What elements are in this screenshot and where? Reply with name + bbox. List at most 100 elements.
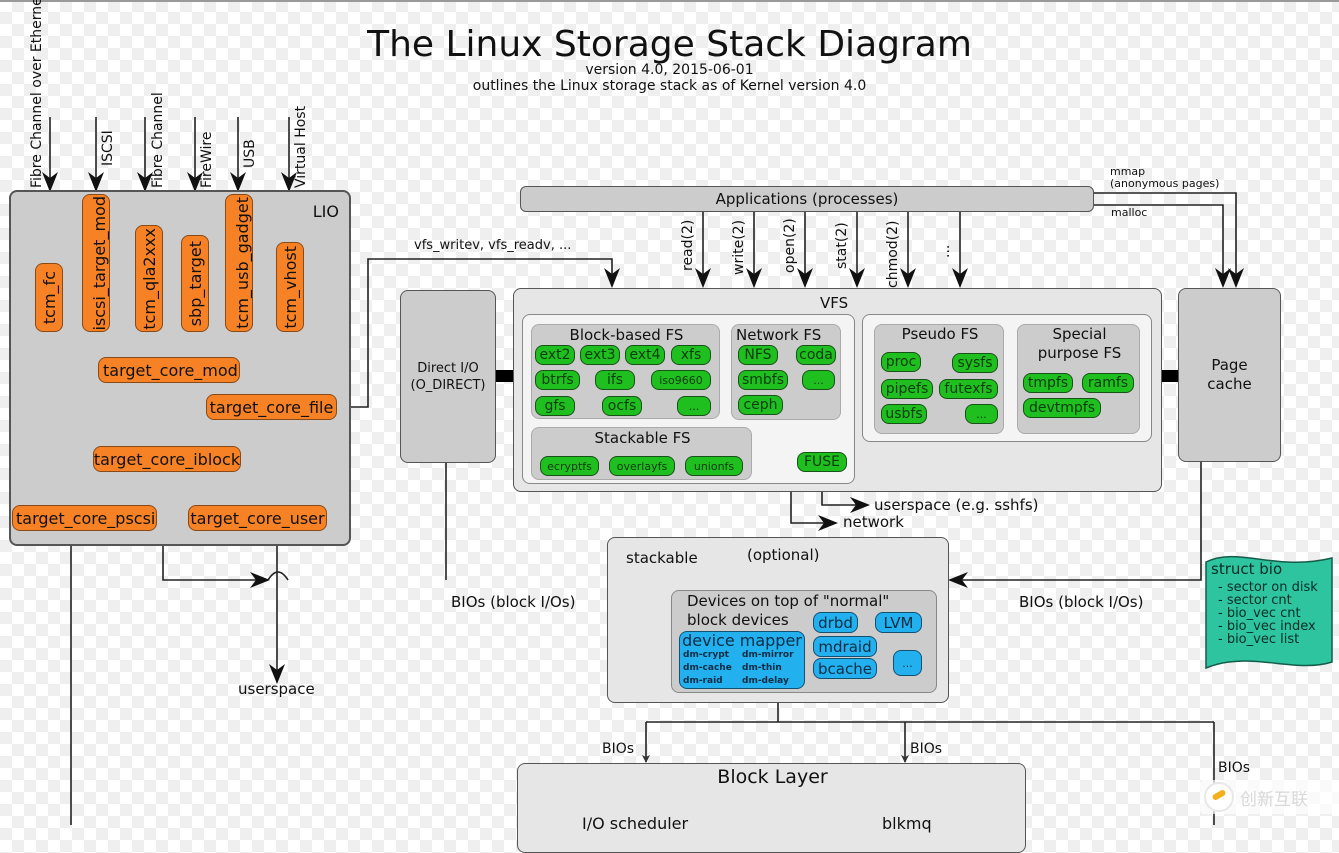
mmap-label: mmap (anonymous pages): [1110, 165, 1220, 190]
page-cache-label: Page: [1211, 356, 1248, 374]
version-text: version 4.0, 2015-06-01: [585, 62, 754, 78]
bios-left-label: BIOs (block I/Os): [451, 593, 576, 611]
device-mapper[interactable]: device mapper dm-crypt dm-mirror dm-cach…: [679, 631, 805, 689]
normal-block-devices-label: Devices on top of "normal" block devices: [687, 592, 890, 629]
fs-sysfs[interactable]: sysfs: [952, 353, 998, 373]
fs-ocfs[interactable]: ocfs: [602, 396, 642, 416]
pseudo-fs-label: Pseudo FS: [901, 325, 979, 343]
backend-target-core-file[interactable]: target_core_file: [206, 394, 337, 420]
backend-target-core-iblock[interactable]: target_core_iblock: [93, 446, 241, 472]
direct-io-box[interactable]: Direct I/O (O_DIRECT): [400, 290, 496, 463]
dm-target: dm-crypt: [683, 650, 729, 660]
fs-unionfs[interactable]: unionfs: [685, 456, 743, 476]
fs-pipefs[interactable]: pipefs: [881, 379, 933, 399]
module-tcm-fc[interactable]: tcm_fc: [35, 263, 63, 332]
device-more[interactable]: ...: [893, 650, 922, 676]
backend-target-core-pscsi[interactable]: target_core_pscsi: [12, 505, 157, 531]
fs-gfs[interactable]: gfs: [535, 396, 575, 416]
struct-bio-field: - bio_vec index: [1218, 619, 1316, 634]
dm-target: dm-raid: [683, 676, 723, 686]
fs-ceph[interactable]: ceph: [738, 395, 783, 415]
applications-bar[interactable]: Applications (processes): [520, 186, 1094, 212]
syscall-more: ...: [937, 244, 953, 258]
block-layer-box: Block Layer I/O scheduler blkmq: [517, 763, 1026, 853]
device-drbd[interactable]: drbd: [813, 612, 858, 633]
fs-ext2[interactable]: ext2: [535, 345, 575, 365]
fs-ifs[interactable]: ifs: [595, 370, 635, 390]
fs-ecryptfs[interactable]: ecryptfs: [540, 456, 599, 476]
module-tcm-qla2xxx[interactable]: tcm_qla2xxx: [135, 225, 163, 332]
fuse-userspace-label: userspace (e.g. sshfs): [874, 496, 1039, 514]
vfs-calls-label: vfs_writev, vfs_readv, ...: [414, 238, 572, 253]
watermark-logo-icon: [1204, 782, 1234, 812]
module-sbp-target[interactable]: sbp_target: [181, 235, 209, 332]
fs-fuse[interactable]: FUSE: [797, 452, 847, 472]
syscall-write: write(2): [731, 219, 747, 275]
input-label-fcoe: Fibre Channel over Ethernet: [29, 0, 45, 188]
block-layer-label: Block Layer: [717, 766, 828, 788]
fs-network-more[interactable]: ...: [802, 370, 835, 390]
module-target-core-mod[interactable]: target_core_mod: [98, 357, 240, 383]
diagram-title: The Linux Storage Stack Diagram: [367, 24, 972, 65]
backend-target-core-user[interactable]: target_core_user: [188, 505, 327, 531]
stackable-label: stackable: [626, 549, 698, 567]
stackable-fs-label: Stackable FS: [594, 429, 691, 447]
direct-io-label: Direct I/O: [417, 360, 479, 376]
fs-usbfs[interactable]: usbfs: [881, 404, 927, 424]
fs-nfs[interactable]: NFS: [738, 345, 778, 365]
syscall-stat: stat(2): [834, 222, 850, 269]
dm-target: dm-mirror: [742, 650, 794, 660]
input-label-iscsi: ISCSI: [100, 130, 116, 166]
fs-xfs[interactable]: xfs: [671, 345, 711, 365]
fs-futexfs[interactable]: futexfs: [939, 379, 998, 399]
struct-bio-field: - sector on disk: [1218, 580, 1318, 595]
watermark: 创新互联: [1200, 780, 1339, 814]
bios-label-c: BIOs: [1218, 760, 1251, 776]
fs-block-more[interactable]: ...: [677, 396, 711, 416]
struct-bio-field: - bio_vec list: [1218, 632, 1300, 647]
malloc-label: malloc: [1111, 206, 1148, 219]
page-cache-sublabel: cache: [1207, 375, 1252, 393]
bios-label-a: BIOs: [602, 741, 635, 757]
block-fs-label: Block-based FS: [569, 326, 684, 344]
special-fs-label: Special purpose FS: [1037, 325, 1122, 362]
fs-tmpfs[interactable]: tmpfs: [1023, 373, 1073, 393]
device-lvm[interactable]: LVM: [875, 612, 922, 633]
syscall-open: open(2): [782, 218, 798, 273]
syscall-read: read(2): [680, 219, 696, 271]
module-tcm-vhost[interactable]: tcm_vhost: [276, 242, 304, 332]
dm-target: dm-cache: [683, 663, 732, 673]
dm-target: dm-thin: [742, 663, 782, 673]
fs-btrfs[interactable]: btrfs: [535, 370, 580, 390]
fs-ext4[interactable]: ext4: [625, 345, 665, 365]
bios-right-label: BIOs (block I/Os): [1019, 593, 1144, 611]
lio-label: LIO: [312, 202, 339, 221]
network-fs-label: Network FS: [736, 326, 822, 344]
fs-coda[interactable]: coda: [796, 345, 836, 365]
watermark-text: 创新互联: [1240, 789, 1308, 810]
input-label-vhost: Virtual Host: [293, 105, 309, 188]
fs-devtmpfs[interactable]: devtmpfs: [1023, 398, 1101, 418]
lio-userspace-label: userspace: [238, 680, 315, 698]
fs-proc[interactable]: proc: [881, 352, 921, 372]
page-cache-box[interactable]: Page cache: [1178, 288, 1281, 462]
struct-bio-fields: - sector on disk - sector cnt - bio_vec …: [1218, 581, 1318, 646]
fs-ramfs[interactable]: ramfs: [1082, 373, 1134, 393]
fs-overlayfs[interactable]: overlayfs: [609, 456, 675, 476]
fs-iso9660[interactable]: iso9660: [651, 370, 711, 390]
device-bcache[interactable]: bcache: [813, 658, 877, 679]
syscall-chmod: chmod(2): [885, 220, 901, 289]
network-label: network: [843, 513, 904, 531]
fs-smbfs[interactable]: smbfs: [738, 370, 788, 390]
device-mdraid[interactable]: mdraid: [813, 636, 877, 657]
dm-target: dm-delay: [742, 676, 789, 686]
fs-pseudo-more[interactable]: ...: [965, 404, 998, 424]
struct-bio-field: - bio_vec cnt: [1218, 606, 1301, 621]
module-tcm-usb-gadget[interactable]: tcm_usb_gadget: [225, 194, 253, 332]
module-iscsi-target-mod[interactable]: iscsi_target_mod: [82, 194, 110, 332]
optional-label: (optional): [747, 546, 820, 564]
bios-label-b: BIOs: [910, 741, 943, 757]
blkmq-label: blkmq: [882, 814, 932, 833]
struct-bio-note: [1205, 555, 1333, 670]
fs-ext3[interactable]: ext3: [580, 345, 620, 365]
